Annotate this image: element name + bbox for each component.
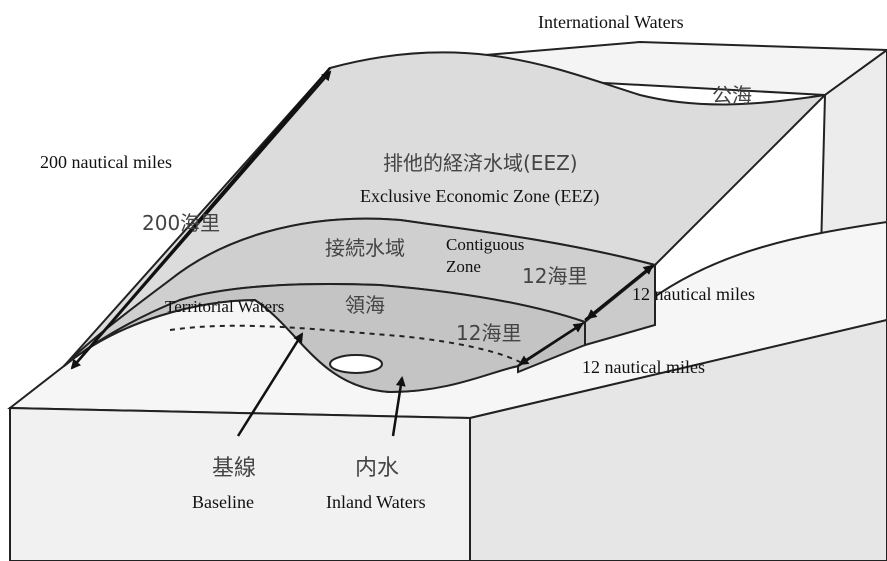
high-seas-label-ja: 公海	[712, 83, 752, 107]
contiguous-zone-label-ja: 接続水域	[325, 236, 405, 260]
arrow-baseline	[236, 332, 304, 437]
labels: International Waters 公海 排他的経済水域(EEZ) Exc…	[40, 12, 755, 512]
measurement-arrows	[70, 67, 654, 437]
arrow-12nm-upper-b	[586, 265, 653, 320]
arrow-200nm-inner	[71, 70, 332, 369]
contiguous-zone-label-en-line2: Zone	[446, 257, 481, 276]
arrow-inland-waters	[391, 376, 406, 437]
territorial-waters-label-ja: 領海	[345, 293, 385, 317]
eez-label-ja: 排他的経済水域(EEZ)	[383, 151, 578, 175]
distance-12nm-upper-label-en: 12 nautical miles	[632, 284, 755, 304]
inland-waters-label-en: Inland Waters	[326, 492, 426, 512]
distance-12nm-upper-label-ja: 12海里	[522, 264, 587, 288]
international-waters-label: International Waters	[538, 12, 684, 32]
island	[329, 354, 383, 374]
far-block-top	[329, 40, 887, 97]
eez-label-en: Exclusive Economic Zone (EEZ)	[360, 186, 599, 207]
arrow-12nm-lower-b	[518, 322, 583, 366]
land-side-face	[469, 318, 887, 561]
land-front-face	[9, 406, 471, 561]
distance-12nm-lower-label-ja: 12海里	[456, 321, 521, 345]
distance-200nm-label-en: 200 nautical miles	[40, 152, 172, 172]
distance-200nm-label-ja: 200海里	[142, 211, 220, 235]
baseline-label-en: Baseline	[192, 492, 254, 512]
sea-zones	[63, 51, 828, 394]
baseline-label-ja: 基線	[212, 456, 256, 481]
distance-12nm-lower-label-en: 12 nautical miles	[582, 357, 705, 377]
territorial-waters-label-en: Territorial Waters	[165, 297, 284, 316]
baseline-line	[169, 324, 521, 363]
contiguous-zone-label-en-line1: Contiguous	[446, 235, 524, 254]
inland-waters-label-ja: 内水	[355, 456, 399, 481]
